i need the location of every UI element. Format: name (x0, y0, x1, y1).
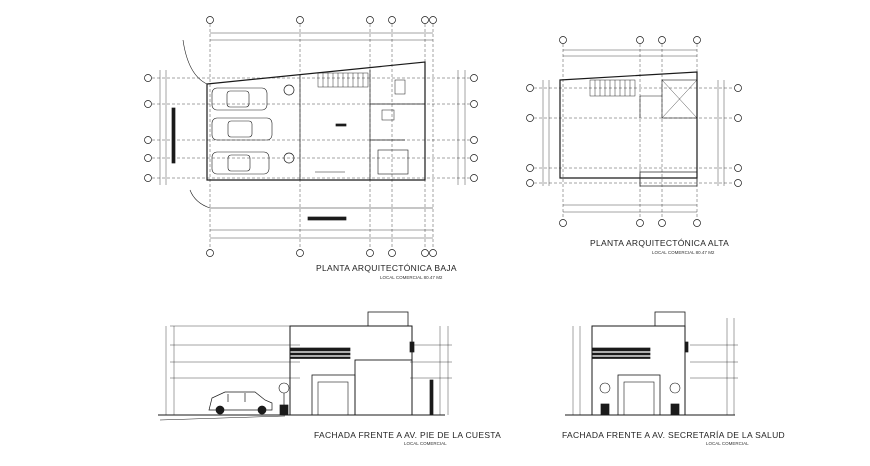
upper-grid-bubbles-top (559, 36, 701, 44)
car-top-2 (211, 117, 273, 141)
facade-right-title: FACHADA FRENTE A AV. SECRETARÍA DE LA SA… (562, 430, 785, 440)
dimension-lines (159, 32, 466, 239)
upper-floor-subtitle: LOCAL COMERCIAL 80.47 M2 (652, 250, 715, 255)
car-top-1 (211, 87, 268, 111)
facade-left-subtitle: LOCAL COMERCIAL (404, 441, 447, 446)
facade-left (158, 311, 452, 421)
grid-bubbles-side (144, 74, 478, 182)
facade-left-title: FACHADA FRENTE A AV. PIE DE LA CUESTA (314, 430, 502, 440)
ground-floor-title: PLANTA ARQUITECTÓNICA BAJA (316, 263, 457, 273)
car-top-3 (211, 151, 270, 175)
grid-bubbles-bottom (206, 249, 437, 257)
stair-upper (589, 79, 636, 97)
upper-grid-bubbles-side (526, 84, 742, 187)
upper-grid-bubbles-bottom (559, 219, 701, 227)
car-side (208, 391, 273, 415)
facade-right-subtitle: LOCAL COMERCIAL (706, 441, 749, 446)
grid-lines (152, 24, 470, 249)
ground-floor-subtitle: LOCAL COMERCIAL 80.47 M2 (380, 275, 443, 280)
stair-ground (317, 72, 369, 88)
upper-floor-plan (526, 36, 742, 227)
upper-floor-title: PLANTA ARQUITECTÓNICA ALTA (590, 238, 730, 248)
facade-right (565, 311, 738, 416)
grid-bubbles-top (206, 16, 437, 24)
ground-floor-plan (144, 16, 478, 257)
